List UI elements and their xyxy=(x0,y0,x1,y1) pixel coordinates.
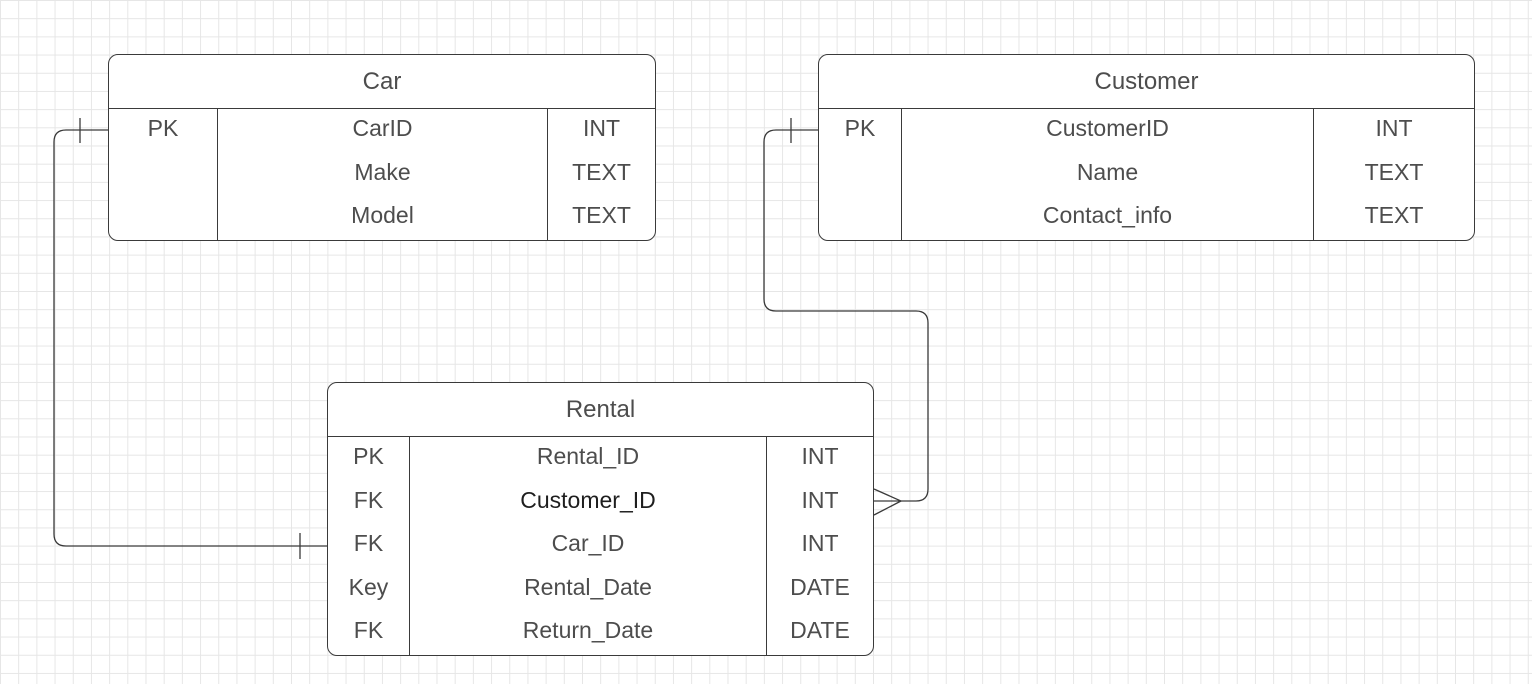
field-type-cell: INT xyxy=(801,443,839,469)
key-cell: PK xyxy=(353,443,384,469)
key-cell xyxy=(109,153,217,197)
key-cell: PK xyxy=(844,115,876,141)
field-type-cell: TEXT xyxy=(572,158,631,185)
key-cell: PK xyxy=(147,115,179,141)
field-name-cell: Return_Date xyxy=(522,617,654,644)
field-type-cell: TEXT xyxy=(1364,158,1424,185)
table-car[interactable]: Car PK CarID Make Model INT TEXT TEXT xyxy=(108,54,656,241)
table-customer[interactable]: Customer PK CustomerID Name Contact_info… xyxy=(818,54,1475,241)
field-type-cell: DATE xyxy=(790,617,850,644)
crowfoot-many-marker xyxy=(873,488,903,516)
field-name-cell: Car_ID xyxy=(551,530,625,557)
field-name-cell: Rental_Date xyxy=(524,573,652,600)
field-type-cell: INT xyxy=(801,486,839,513)
key-cell xyxy=(819,153,901,197)
field-type-cell: TEXT xyxy=(1364,202,1424,229)
field-type-cell: DATE xyxy=(790,573,850,600)
table-title: Customer xyxy=(819,55,1474,109)
key-cell: Key xyxy=(348,573,389,600)
field-name-cell: Model xyxy=(351,202,414,229)
field-name-cell: Make xyxy=(354,158,411,185)
field-name-cell: Rental_ID xyxy=(536,443,640,469)
table-title: Car xyxy=(109,55,655,109)
key-cell: FK xyxy=(353,486,384,513)
field-type-cell: INT xyxy=(801,530,839,557)
key-cell xyxy=(819,196,901,240)
field-type-cell: INT xyxy=(582,115,621,141)
field-type-cell: TEXT xyxy=(572,202,631,229)
field-name-cell: Customer_ID xyxy=(520,486,656,513)
table-rental[interactable]: Rental PK FK FK Key FK Rental_ID Custome… xyxy=(327,382,874,656)
table-title: Rental xyxy=(328,383,873,437)
field-name-cell: Contact_info xyxy=(1042,202,1173,229)
field-name-cell: CustomerID xyxy=(1046,115,1169,141)
key-cell xyxy=(109,196,217,240)
field-name-cell: CarID xyxy=(352,115,413,141)
field-type-cell: INT xyxy=(1375,115,1413,141)
field-name-cell: Name xyxy=(1076,158,1139,185)
key-cell: FK xyxy=(353,617,384,644)
key-cell: FK xyxy=(353,530,384,557)
